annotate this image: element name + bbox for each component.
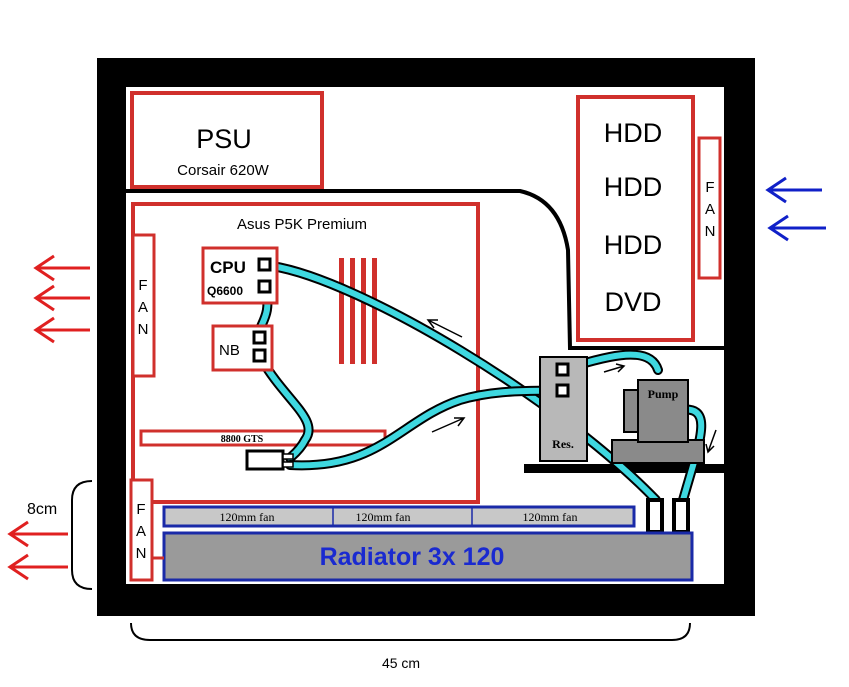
intake-arrow-2 — [767, 214, 826, 242]
cpu-label: CPU — [210, 258, 246, 277]
fan-strip-box — [162, 505, 636, 528]
exhaust-arrow-4 — [7, 520, 68, 548]
exhaust-arrows — [7, 254, 90, 581]
width-bracket — [130, 622, 691, 641]
flow-arrow-upper — [426, 319, 463, 338]
pump-base — [611, 439, 705, 464]
drive-bays: HDD HDD HDD DVD — [576, 95, 695, 342]
front-fan-letter-n: N — [705, 223, 716, 240]
cpu-port-in — [257, 279, 272, 294]
rear-fan-bottom-letter-a: A — [136, 523, 146, 540]
cpu-model: Q6600 — [207, 284, 243, 298]
psu-box — [130, 91, 324, 189]
fan-label-1: 120mm fan — [220, 510, 275, 524]
ram-slot-3 — [361, 258, 366, 364]
exhaust-arrow-1 — [33, 254, 90, 282]
pump-label: Pump — [648, 387, 679, 401]
flow-arrows — [426, 319, 717, 454]
cpu-box — [201, 246, 279, 305]
drive-cage-wall — [126, 189, 724, 350]
height-dimension-label: 8cm — [27, 501, 57, 518]
tube-pump-to-radiator — [677, 406, 705, 503]
hdd-1: HDD — [604, 118, 663, 148]
rear-fan-top: F A N — [131, 233, 156, 378]
rear-fan-top-letter-a: A — [138, 299, 148, 316]
gpu-label: 8800 GTS — [221, 434, 264, 445]
front-fan-box — [697, 136, 722, 280]
front-fan-letter-a: A — [705, 201, 715, 218]
dimension-height: 8cm — [27, 480, 93, 590]
ram-slot-2 — [350, 258, 355, 364]
fan-label-2: 120mm fan — [356, 510, 411, 524]
reservoir: Res. — [539, 356, 588, 462]
cpu-block: CPU Q6600 — [201, 246, 279, 305]
intake-arrow-1 — [765, 176, 822, 204]
nb-port-out — [252, 348, 267, 363]
psu: PSU Corsair 620W — [130, 91, 324, 189]
exhaust-arrow-3 — [33, 316, 90, 344]
flow-arrow-lower — [431, 417, 466, 433]
exhaust-arrow-5 — [7, 553, 68, 581]
pump-body — [637, 379, 689, 443]
rear-fan-bottom-letter-n: N — [136, 545, 147, 562]
width-dimension-label: 45 cm — [382, 655, 420, 671]
flow-arrow-pump-out — [705, 429, 717, 454]
cpu-port-out — [257, 257, 272, 272]
radiator-label: Radiator 3x 120 — [320, 543, 505, 571]
rear-fan-top-letter-n: N — [138, 321, 149, 338]
radiator: Radiator 3x 120 — [152, 531, 694, 582]
hdd-3: HDD — [604, 230, 663, 260]
ram-slots — [339, 258, 377, 364]
gpu-block-port-1 — [282, 453, 294, 460]
radiator-fitting-right — [672, 498, 690, 534]
radiator-fitting-left — [646, 498, 664, 534]
front-fan-letter-f: F — [705, 179, 714, 196]
psu-model: Corsair 620W — [177, 162, 270, 179]
exhaust-arrow-2 — [33, 284, 90, 312]
flow-arrow-res-pump — [603, 363, 626, 373]
gpu-block-body — [245, 449, 285, 471]
dimension-width: 45 cm — [130, 622, 691, 671]
gpu-block-port-2 — [282, 461, 294, 468]
rear-fan-top-box — [131, 233, 156, 378]
nb-block: NB — [211, 324, 274, 372]
hdd-2: HDD — [604, 172, 663, 202]
rear-fan-bottom: F A N — [129, 478, 154, 582]
intake-arrows — [765, 176, 826, 242]
psu-title: PSU — [196, 124, 252, 154]
reservoir-port-in — [555, 383, 570, 398]
reservoir-label: Res. — [552, 437, 574, 451]
nb-port-in — [252, 330, 267, 345]
motherboard-label: Asus P5K Premium — [237, 216, 367, 233]
fan-strip: 120mm fan 120mm fan 120mm fan — [162, 505, 636, 528]
front-fan: F A N — [697, 136, 722, 280]
tube-nb-to-gpu — [259, 357, 312, 461]
dvd-drive: DVD — [604, 287, 661, 317]
height-bracket — [71, 480, 93, 590]
rear-fan-top-letter-f: F — [138, 277, 147, 294]
pump: Pump — [611, 379, 705, 464]
rear-fan-bottom-letter-f: F — [136, 501, 145, 518]
motherboard-box — [131, 202, 480, 504]
ram-slot-1 — [339, 258, 344, 364]
reservoir-port-out — [555, 362, 570, 377]
nb-label: NB — [219, 342, 240, 359]
motherboard: Asus P5K Premium 8800 GTS — [131, 202, 480, 504]
fan-label-3: 120mm fan — [523, 510, 578, 524]
tube-gpu-to-reservoir — [287, 387, 565, 469]
ram-slot-4 — [372, 258, 377, 364]
rear-fan-bottom-box — [129, 478, 154, 582]
drive-bay-box — [576, 95, 695, 342]
gpu-water-block — [245, 449, 294, 471]
